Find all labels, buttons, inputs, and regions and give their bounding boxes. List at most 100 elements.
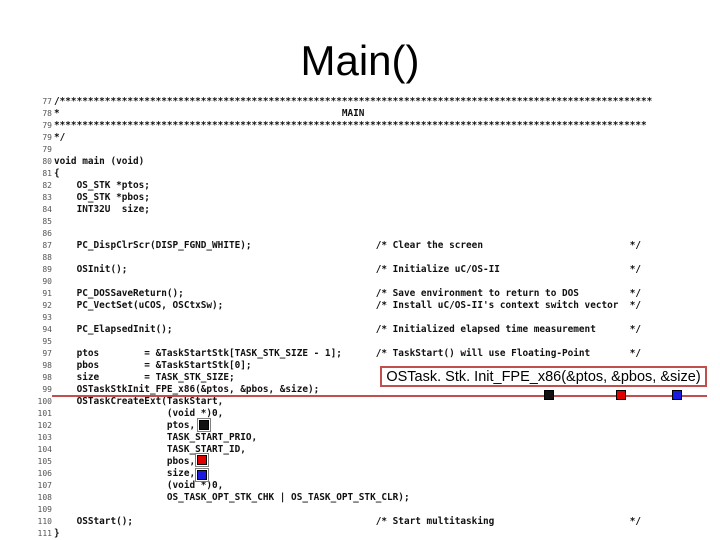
line-number: 111	[37, 529, 52, 538]
line-number: 107	[37, 481, 52, 490]
code-line: 109	[36, 504, 686, 516]
line-number: 85	[42, 217, 52, 226]
line-number: 82	[42, 181, 52, 190]
marker-black-ptos	[544, 390, 554, 400]
line-text: INT32U size;	[54, 204, 150, 215]
marker-blue-size	[672, 390, 682, 400]
line-number: 88	[42, 253, 52, 262]
line-number: 81	[42, 169, 52, 178]
line-number: 102	[37, 421, 52, 430]
line-text: size,	[54, 468, 196, 479]
line-number: 79	[42, 133, 52, 142]
code-line: 98 pbos = &TaskStartStk[0];	[36, 360, 686, 372]
page-title: Main()	[300, 37, 420, 84]
line-number: 87	[42, 241, 52, 250]
code-listing: 77/*************************************…	[36, 96, 686, 540]
line-text: ptos = &TaskStartStk[TASK_STK_SIZE - 1];…	[54, 348, 641, 359]
line-text: OSTaskStkInit_FPE_x86(&ptos, &pbos, &siz…	[54, 384, 320, 395]
code-line: 111}	[36, 528, 686, 540]
code-line: 88	[36, 252, 686, 264]
code-line: 83 OS_STK *pbos;	[36, 192, 686, 204]
line-text: (void *)0,	[54, 408, 224, 419]
line-number: 104	[37, 445, 52, 454]
line-text: /***************************************…	[54, 96, 653, 107]
code-line: 97 ptos = &TaskStartStk[TASK_STK_SIZE - …	[36, 348, 686, 360]
line-number: 95	[42, 337, 52, 346]
code-line: 85	[36, 216, 686, 228]
code-line: 90	[36, 276, 686, 288]
line-number: 83	[42, 193, 52, 202]
code-line: 106 size,	[36, 468, 686, 480]
code-line: 84 INT32U size;	[36, 204, 686, 216]
code-line: 78* MAIN	[36, 108, 686, 120]
line-text: PC_ElapsedInit(); /* Initialized elapsed…	[54, 324, 641, 335]
line-text: OS_TASK_OPT_STK_CHK | OS_TASK_OPT_STK_CL…	[54, 492, 410, 503]
line-text: void main (void)	[54, 156, 145, 167]
marker-blue-size-arg	[197, 470, 207, 480]
code-line: 94 PC_ElapsedInit(); /* Initialized elap…	[36, 324, 686, 336]
code-line: 92 PC_VectSet(uCOS, OSCtxSw); /* Install…	[36, 300, 686, 312]
line-number: 105	[37, 457, 52, 466]
code-line: 89 OSInit(); /* Initialize uC/OS-II */	[36, 264, 686, 276]
line-text: (void *)0,	[54, 480, 224, 491]
marker-frame-pbos	[195, 453, 209, 467]
code-line: 87 PC_DispClrScr(DISP_FGND_WHITE); /* Cl…	[36, 240, 686, 252]
line-number: 79	[42, 145, 52, 154]
code-line: 99 OSTaskStkInit_FPE_x86(&ptos, &pbos, &…	[36, 384, 686, 396]
line-number: 92	[42, 301, 52, 310]
line-text: PC_DispClrScr(DISP_FGND_WHITE); /* Clear…	[54, 240, 641, 251]
line-number: 86	[42, 229, 52, 238]
code-line: 79*/	[36, 132, 686, 144]
line-number: 101	[37, 409, 52, 418]
line-text: size = TASK_STK_SIZE;	[54, 372, 235, 383]
marker-red-pbos	[616, 390, 626, 400]
marker-red-pbos-arg	[197, 455, 207, 465]
code-line: 95	[36, 336, 686, 348]
code-line: 103 TASK_START_PRIO,	[36, 432, 686, 444]
line-number: 98	[42, 373, 52, 382]
line-text: OSTaskCreateExt(TaskStart,	[54, 396, 224, 407]
line-text: TASK_START_PRIO,	[54, 432, 258, 443]
line-text: OS_STK *pbos;	[54, 192, 150, 203]
code-line: 110 OSStart(); /* Start multitasking */	[36, 516, 686, 528]
line-number: 103	[37, 433, 52, 442]
line-number: 99	[42, 385, 52, 394]
code-line: 105 pbos,	[36, 456, 686, 468]
code-line: 101 (void *)0,	[36, 408, 686, 420]
line-text: ****************************************…	[54, 120, 647, 131]
code-line: 81{	[36, 168, 686, 180]
line-number: 100	[37, 397, 52, 406]
code-line: 79	[36, 144, 686, 156]
line-number: 91	[42, 289, 52, 298]
code-line: 93	[36, 312, 686, 324]
code-line: 98 size = TASK_STK_SIZE;	[36, 372, 686, 384]
line-number: 98	[42, 361, 52, 370]
code-line: 102 ptos,	[36, 420, 686, 432]
code-line: 82 OS_STK *ptos;	[36, 180, 686, 192]
callout-label: OSTask. Stk. Init_FPE_x86(&ptos, &pbos, …	[380, 366, 707, 387]
marker-frame-size	[195, 468, 209, 482]
line-number: 93	[42, 313, 52, 322]
line-number: 109	[37, 505, 52, 514]
line-text: pbos,	[54, 456, 196, 467]
line-text: {	[54, 168, 60, 179]
code-line: 77/*************************************…	[36, 96, 686, 108]
code-line: 86	[36, 228, 686, 240]
code-line: 104 TASK_START_ID,	[36, 444, 686, 456]
highlight-underline	[52, 395, 707, 397]
line-number: 79	[42, 121, 52, 130]
line-number: 80	[42, 157, 52, 166]
line-text: ptos,	[54, 420, 196, 431]
line-number: 90	[42, 277, 52, 286]
line-text: * MAIN	[54, 108, 365, 119]
line-number: 94	[42, 325, 52, 334]
code-line: 79**************************************…	[36, 120, 686, 132]
line-text: PC_DOSSaveReturn(); /* Save environment …	[54, 288, 641, 299]
line-text: OSInit(); /* Initialize uC/OS-II */	[54, 264, 641, 275]
code-line: 100 OSTaskCreateExt(TaskStart,	[36, 396, 686, 408]
line-number: 89	[42, 265, 52, 274]
line-text: */	[54, 132, 66, 143]
line-number: 110	[37, 517, 52, 526]
line-text: pbos = &TaskStartStk[0];	[54, 360, 252, 371]
line-number: 78	[42, 109, 52, 118]
